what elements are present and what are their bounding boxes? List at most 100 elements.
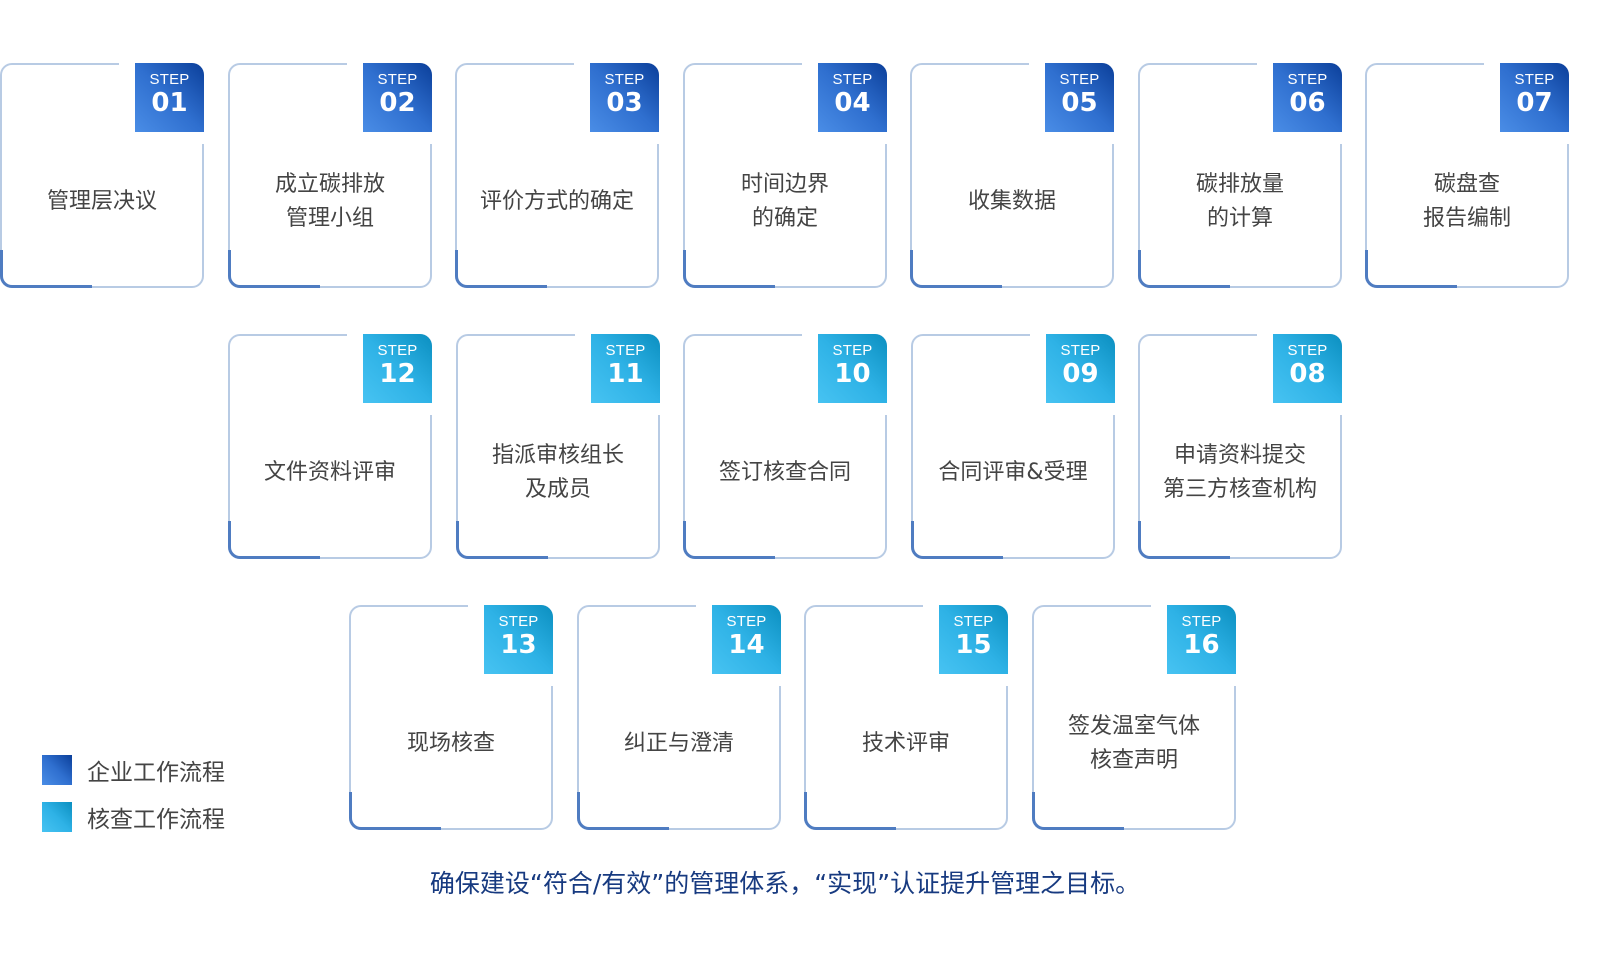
card-border xyxy=(455,63,659,288)
card-border-gap xyxy=(1030,333,1046,337)
card-border-gap xyxy=(1339,403,1343,415)
step-prefix: STEP xyxy=(726,613,767,630)
card-corner-accent xyxy=(0,250,92,288)
step-number: 12 xyxy=(379,359,416,389)
step-number: 05 xyxy=(1061,88,1098,118)
card-corner-accent xyxy=(1365,250,1457,288)
card-border-gap xyxy=(468,604,484,608)
legend-audit: 核查工作流程 xyxy=(42,800,225,834)
step-prefix: STEP xyxy=(149,71,190,88)
step-label: 现场核查 xyxy=(406,730,495,756)
card-border-gap xyxy=(1233,674,1237,686)
step-label: 时间边界 的确定 xyxy=(740,171,829,231)
card-border xyxy=(228,63,432,288)
card-border xyxy=(228,334,432,559)
card-border-gap xyxy=(347,333,363,337)
step-number: 10 xyxy=(834,359,871,389)
step-number: 13 xyxy=(500,630,537,660)
card-border-gap xyxy=(1257,333,1273,337)
step-prefix: STEP xyxy=(604,71,645,88)
step-number: 09 xyxy=(1062,359,1099,389)
step-prefix: STEP xyxy=(605,342,646,359)
card-border-gap xyxy=(1339,132,1343,144)
step-prefix: STEP xyxy=(1514,71,1555,88)
card-corner-accent xyxy=(683,521,775,559)
step-prefix: STEP xyxy=(377,342,418,359)
card-border xyxy=(0,63,204,288)
card-corner-accent xyxy=(911,521,1003,559)
step-label: 签发温室气体 核查声明 xyxy=(1067,713,1200,773)
card-border xyxy=(683,63,887,288)
legend-swatch-corporate xyxy=(42,755,72,785)
card-border-gap xyxy=(696,604,712,608)
step-label: 管理层决议 xyxy=(46,188,157,214)
card-corner-accent xyxy=(1138,250,1230,288)
step-label: 碳盘查 报告编制 xyxy=(1422,171,1511,231)
card-border-gap xyxy=(1484,62,1500,66)
card-corner-accent xyxy=(456,521,548,559)
card-border xyxy=(804,605,1008,830)
step-number: 07 xyxy=(1516,88,1553,118)
card-border xyxy=(1138,63,1342,288)
step-prefix: STEP xyxy=(1060,342,1101,359)
step-label: 评价方式的确定 xyxy=(479,188,634,214)
card-border-gap xyxy=(802,62,818,66)
card-border-gap xyxy=(657,403,661,415)
legend-label-corporate: 企业工作流程 xyxy=(87,760,225,786)
step-label: 申请资料提交 第三方核查机构 xyxy=(1162,442,1317,502)
step-number: 06 xyxy=(1289,88,1326,118)
step-prefix: STEP xyxy=(1287,71,1328,88)
card-border xyxy=(349,605,553,830)
card-corner-accent xyxy=(228,521,320,559)
card-border-gap xyxy=(656,132,660,144)
step-prefix: STEP xyxy=(832,342,873,359)
card-border xyxy=(683,334,887,559)
step-number: 01 xyxy=(151,88,188,118)
step-number: 16 xyxy=(1183,630,1220,660)
step-label: 合同评审&受理 xyxy=(938,459,1088,485)
card-border-gap xyxy=(1029,62,1045,66)
footer-statement: 确保建设“符合/有效”的管理体系，“实现”认证提升管理之目标。 xyxy=(429,869,1141,898)
card-corner-accent xyxy=(910,250,1002,288)
card-border-gap xyxy=(884,132,888,144)
step-label: 碳排放量 的计算 xyxy=(1195,171,1284,231)
card-border xyxy=(577,605,781,830)
card-border-gap xyxy=(550,674,554,686)
card-corner-accent xyxy=(804,792,896,830)
step-label: 纠正与澄清 xyxy=(623,730,734,756)
step-number: 02 xyxy=(379,88,416,118)
step-prefix: STEP xyxy=(1181,613,1222,630)
step-prefix: STEP xyxy=(832,71,873,88)
card-border-gap xyxy=(347,62,363,66)
card-border xyxy=(910,63,1114,288)
card-border xyxy=(1365,63,1569,288)
card-border-gap xyxy=(923,604,939,608)
card-border-gap xyxy=(884,403,888,415)
step-number: 04 xyxy=(834,88,871,118)
step-label: 文件资料评审 xyxy=(263,459,396,485)
card-corner-accent xyxy=(577,792,669,830)
step-number: 14 xyxy=(728,630,765,660)
card-border xyxy=(1138,334,1342,559)
step-prefix: STEP xyxy=(498,613,539,630)
card-border-gap xyxy=(574,62,590,66)
